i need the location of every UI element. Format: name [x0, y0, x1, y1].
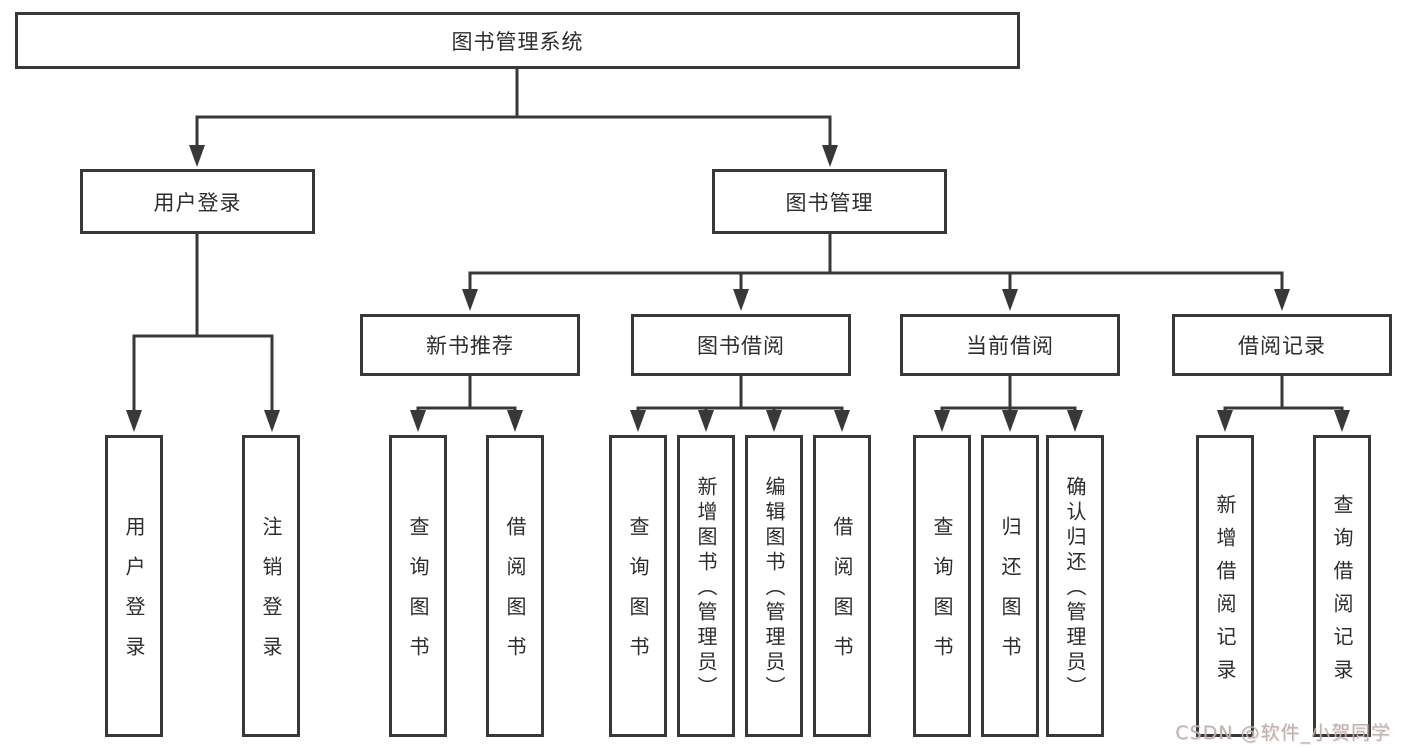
leaf-user-login: 用户登录	[105, 435, 163, 737]
connectors-user-login	[132, 233, 274, 412]
leaf-query-books-recommend: 查询图书	[389, 435, 447, 737]
connectors-book-borrow	[636, 376, 844, 412]
node-book-borrow: 图书借阅	[631, 314, 851, 376]
connectors-borrow-records	[1223, 376, 1344, 412]
leaf-logout: 注销登录	[242, 435, 300, 737]
connectors-root	[195, 69, 832, 148]
leaf-query-books-current: 查询图书	[913, 435, 971, 737]
node-book-management: 图书管理	[712, 169, 947, 234]
leaf-borrow-books: 借阅图书	[813, 435, 871, 737]
connectors-new-book-recommend	[416, 376, 517, 412]
leaf-confirm-return-admin: 确认归还（管理员）	[1046, 435, 1104, 737]
leaf-add-book-admin: 新增图书（管理员）	[677, 435, 735, 737]
node-current-borrow: 当前借阅	[900, 314, 1120, 376]
leaf-query-borrow-record: 查询借阅记录	[1313, 435, 1371, 737]
leaf-query-books-borrow: 查询图书	[609, 435, 667, 737]
csdn-watermark: CSDN @软件_小贺同学	[1175, 722, 1391, 744]
leaf-edit-book-admin: 编辑图书（管理员）	[745, 435, 803, 737]
leaf-borrow-books-recommend: 借阅图书	[486, 435, 544, 737]
node-library-management-system: 图书管理系统	[15, 12, 1020, 69]
node-borrow-records: 借阅记录	[1172, 314, 1392, 376]
leaf-add-borrow-record: 新增借阅记录	[1196, 435, 1254, 737]
node-user-login: 用户登录	[80, 169, 315, 234]
leaf-return-books: 归还图书	[981, 435, 1039, 737]
node-new-book-recommend: 新书推荐	[360, 314, 580, 376]
connectors-book-management	[468, 233, 1284, 292]
connectors-current-borrow	[940, 376, 1077, 412]
